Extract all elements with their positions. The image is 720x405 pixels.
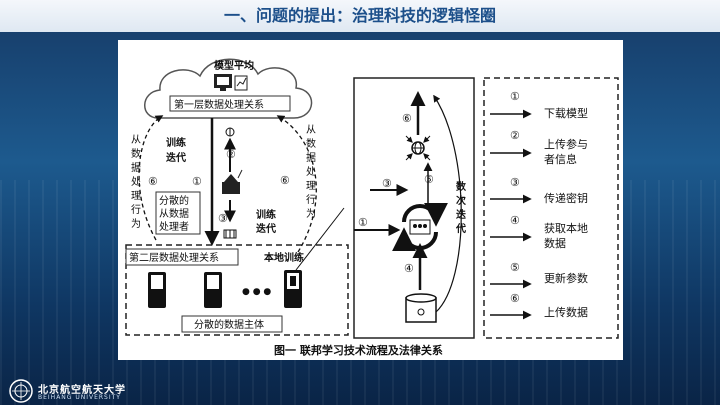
university-name-en: BEIHANG UNIVERSITY [38, 394, 121, 401]
chart-icon [235, 76, 247, 90]
multi-iter-4: 代 [455, 222, 466, 235]
university-logo-icon [8, 378, 34, 404]
phone-1 [148, 272, 166, 308]
num3: ③ [218, 212, 228, 225]
mid-num4: ④ [404, 262, 414, 275]
mid-num3: ③ [382, 177, 392, 190]
svg-text:数: 数 [131, 147, 141, 160]
left-num6: ⑥ [148, 175, 158, 188]
federated-learning-diagram: 模型平均 第一层数据处理关系 从 数 据 处 理 行 为 ⑥ 训练 迭代 ① 分… [118, 40, 623, 360]
train-iter-right-1: 训练 [256, 208, 276, 221]
svg-text:下载模型: 下载模型 [544, 106, 588, 120]
multi-iter-2: 次 [456, 194, 466, 207]
svg-text:行: 行 [131, 203, 141, 216]
left-vertical-text: 从 数 据 处 理 行 为 [131, 135, 141, 230]
svg-text:①: ① [510, 90, 520, 103]
svg-text:②: ② [510, 129, 520, 142]
svg-text:上传参与: 上传参与 [544, 137, 588, 151]
mid-num6: ⑥ [402, 112, 412, 125]
callout-line [296, 208, 344, 270]
svg-text:获取本地: 获取本地 [544, 221, 588, 235]
svg-text:更新参数: 更新参数 [544, 271, 588, 285]
upload-icon [226, 128, 234, 136]
train-iter-left-2: 迭代 [166, 151, 186, 164]
dispersed-processor-3: 处理者 [159, 221, 189, 233]
phone-2 [204, 272, 222, 308]
right-num6: ⑥ [280, 174, 290, 187]
computer-icon [214, 74, 232, 91]
layer2-label: 第二层数据处理关系 [129, 251, 219, 264]
mid-num5: ⑤ [424, 173, 434, 186]
data-subjects-label: 分散的数据主体 [194, 318, 264, 331]
mid-num1: ① [358, 216, 368, 229]
svg-text:传递密钥: 传递密钥 [544, 191, 588, 205]
train-iter-left-1: 训练 [166, 136, 186, 149]
svg-text:③: ③ [510, 176, 520, 189]
dispersed-processor-2: 从数据 [159, 207, 189, 220]
ellipsis-dots: ● ● ● [242, 287, 271, 297]
legend-item-5: ⑤ 更新参数 [490, 261, 588, 285]
svg-text:者信息: 者信息 [544, 152, 577, 166]
svg-text:为: 为 [131, 218, 141, 230]
num1-left: ① [192, 175, 202, 188]
phone-3 [284, 270, 302, 308]
svg-text:数据: 数据 [544, 236, 566, 250]
svg-text:⑥: ⑥ [510, 292, 520, 305]
basket-icon [224, 230, 236, 238]
legend-item-2: ② 上传参与 者信息 [490, 129, 588, 166]
dispersed-processor-1: 分散的 [159, 194, 189, 207]
database-icon [406, 294, 436, 322]
legend-item-6: ⑥ 上传数据 [490, 292, 588, 319]
num2: ② [226, 148, 236, 161]
svg-text:上传数据: 上传数据 [544, 305, 588, 319]
figure-panel: 模型平均 第一层数据处理关系 从 数 据 处 理 行 为 ⑥ 训练 迭代 ① 分… [118, 40, 623, 360]
multi-iter-1: 数 [456, 180, 467, 193]
svg-text:从: 从 [306, 125, 316, 136]
cloud-label: 模型平均 [214, 59, 254, 72]
layer1-label: 第一层数据处理关系 [174, 98, 264, 111]
model-cycle-icon [404, 206, 436, 248]
train-iter-right-2: 迭代 [256, 222, 276, 235]
svg-text:行: 行 [306, 193, 316, 206]
local-training-label: 本地训练 [264, 251, 304, 264]
figure-caption: 图一 联邦学习技术流程及法律关系 [274, 343, 443, 357]
globe-icon [412, 142, 424, 154]
legend-item-1: ① 下载模型 [490, 90, 588, 120]
svg-text:⑤: ⑤ [510, 261, 520, 274]
legend-item-4: ④ 获取本地 数据 [490, 214, 588, 250]
svg-text:理: 理 [306, 180, 316, 192]
legend-item-3: ③ 传递密钥 [490, 176, 588, 205]
tower-icon [222, 170, 242, 194]
multi-iter-3: 迭 [456, 208, 466, 221]
svg-text:④: ④ [510, 214, 520, 227]
slide-title: 一、问题的提出：治理科技的逻辑怪圈 [0, 0, 720, 32]
svg-text:从: 从 [131, 135, 141, 146]
